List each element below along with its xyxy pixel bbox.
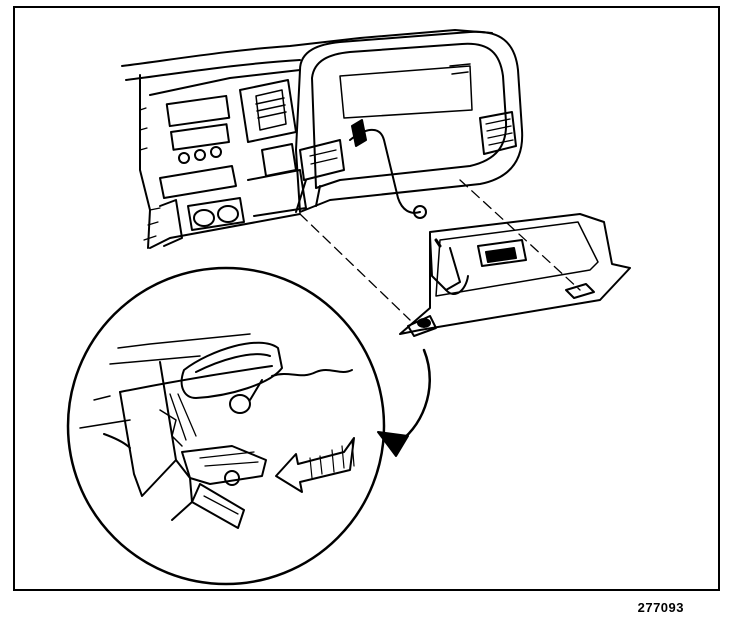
push-direction-arrow [275,437,355,493]
rotation-arrow [377,348,431,457]
detail-view [66,266,386,586]
alignment-leaders [299,179,581,321]
instrument-panel [121,29,493,249]
glove-box-door [399,213,631,337]
glove-box-opening [295,30,524,213]
figure-number: 277093 [637,600,684,615]
glove-box-check-strap [349,119,427,219]
figure-border [13,6,720,591]
